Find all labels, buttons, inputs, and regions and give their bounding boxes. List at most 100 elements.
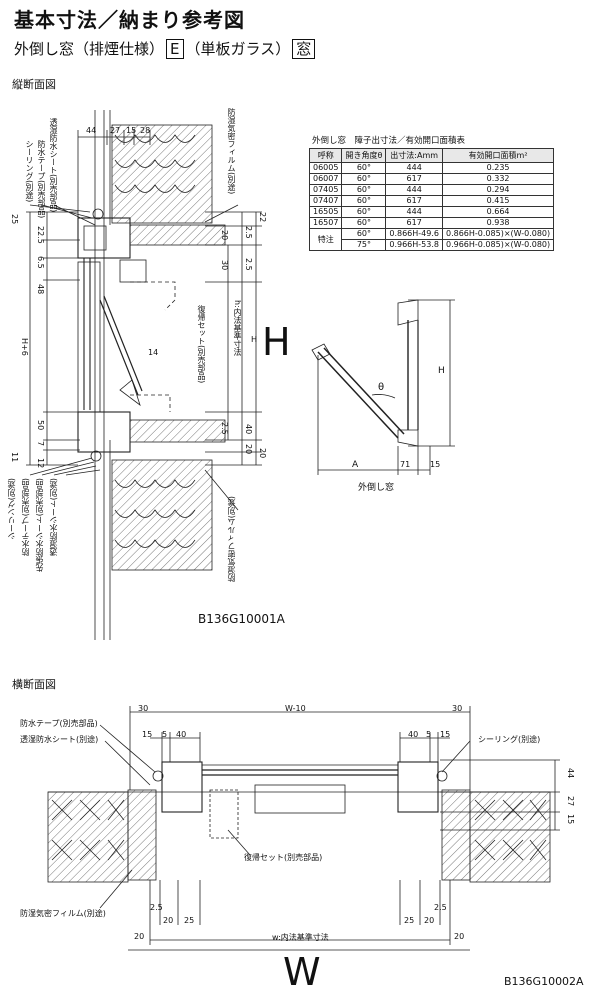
dim-bottom-h: 20 (134, 932, 145, 941)
table-cell: 0.415 (441, 195, 555, 207)
opening-angle-diagram (311, 299, 455, 475)
diagram-caption: 外倒し窓 (358, 483, 395, 493)
diagram-15-label: 15 (430, 460, 441, 469)
label-prelaid-sheet-bottom: 先張防水シート(別売部品) (35, 478, 44, 573)
dim-right: 2.5 (244, 226, 253, 239)
dim-bottom-h: 25 (404, 916, 415, 925)
table-header-row: 呼称 開き角度θ 出寸法:Amm 有効開口面積m² (308, 148, 555, 163)
page-subtitle: 外倒し窓（排煙仕様）E（単板ガラス）窓 (14, 38, 317, 59)
label-sealing-bottom: シーリング(別途) (7, 478, 16, 541)
dim-right: 30 (220, 260, 229, 271)
dim-bottom-h: 20 (424, 916, 435, 925)
dim-top: 28 (140, 126, 151, 135)
dim-h: H (251, 335, 258, 344)
dim-top-left: 15 (142, 730, 153, 739)
dim-right: 2.5 (220, 422, 229, 435)
table-cell-special: 特注 (308, 228, 343, 251)
label-waterproof-tape-top: 防水テープ(別売部品) (37, 140, 46, 219)
vertical-wall (26, 110, 262, 640)
dim-w-inner: w:内法基準寸法 (272, 933, 329, 942)
diagram-a-label: A (352, 460, 359, 470)
table-cell: 0.966H-53.8 (385, 239, 443, 251)
big-h-label: H (262, 320, 291, 364)
theta-label: θ (378, 382, 385, 393)
table-cell: 60° (341, 217, 387, 229)
diagram-h-label: H (438, 366, 445, 376)
label-breathable-sheet-bottom: 透湿防水シート(別途) (49, 478, 58, 557)
dim-left: 25 (10, 214, 19, 225)
dim-h-plus-6: H+6 (20, 338, 29, 356)
label-inner-ref-h: h:内法基準寸法 (233, 300, 242, 356)
table-caption: 外倒し窓 障子出寸法／有効開口面積表 (312, 136, 466, 146)
dim-right-h: 15 (566, 814, 575, 825)
table-header: 出寸法:Amm (385, 148, 443, 163)
subtitle-box-e: E (166, 39, 184, 59)
table-cell: 0.332 (441, 173, 555, 185)
dim-top-right: 5 (426, 730, 432, 739)
dim-left: 11 (10, 452, 19, 463)
dim-left: 22.5 (36, 226, 45, 244)
dim-left: 6.5 (36, 256, 45, 269)
dim-left: 7 (36, 441, 45, 447)
dim-top: 15 (126, 126, 137, 135)
subtitle-middle: （単板ガラス） (185, 40, 291, 58)
dim-top-right: 40 (408, 730, 419, 739)
dim-left: 48 (36, 284, 45, 295)
table-cell: 60° (341, 162, 387, 174)
table-cell: 444 (385, 206, 443, 218)
vertical-section-heading: 縦断面図 (12, 78, 56, 91)
label-film-top: 防湿気密フィルム(別途) (227, 108, 236, 195)
dim-right: 2.5 (244, 258, 253, 271)
dim-bottom-h: 25 (184, 916, 195, 925)
horizontal-section-heading: 横断面図 (12, 678, 56, 691)
dim-top-right: 30 (452, 704, 463, 713)
diagram-71-label: 71 (400, 460, 411, 469)
table-cell: 0.938 (441, 217, 555, 229)
dim-bottom-h: 20 (163, 916, 174, 925)
table-cell: 0.866H-0.085)×(W-0.080) (441, 228, 555, 240)
dim-right-h: 27 (566, 796, 575, 807)
dim-top-left: 5 (162, 730, 168, 739)
table-cell: 60° (341, 206, 387, 218)
dim-left: 12 (36, 458, 45, 469)
dim-bottom-h: 2.5 (150, 903, 163, 912)
dim-right: 22 (258, 212, 267, 223)
table-cell: 0.235 (441, 162, 555, 174)
table-cell: 06005 (308, 162, 343, 174)
table-cell: 617 (385, 173, 443, 185)
table-cell: 0.866H-49.6 (385, 228, 443, 240)
subtitle-box-window: 窓 (292, 39, 316, 59)
table-cell: 16507 (308, 217, 343, 229)
dim-right: 40 (244, 424, 253, 435)
table-cell: 617 (385, 195, 443, 207)
table-cell: 16505 (308, 206, 343, 218)
subtitle-prefix: 外倒し窓（排煙仕様） (14, 40, 165, 58)
label-breathable-sheet-h: 透湿防水シート(別途) (20, 735, 99, 744)
table-cell: 0.294 (441, 184, 555, 196)
label-sealing-h: シーリング(別途) (478, 735, 541, 744)
table-cell: 60° (341, 184, 387, 196)
label-return-set: 復帰セット(別売部品) (197, 305, 206, 384)
dim-top: 27 (110, 126, 121, 135)
dim-right: 20 (244, 444, 253, 455)
dim-bottom-h: 20 (454, 932, 465, 941)
table-cell: 0.966H-0.085)×(W-0.080) (441, 239, 555, 251)
table-cell: 60° (341, 173, 387, 185)
dim-bottom-h: 2.5 (434, 903, 447, 912)
label-waterproof-tape-h: 防水テープ(別売部品) (20, 719, 98, 728)
dim-right: 20 (220, 230, 229, 241)
dim-14: 14 (148, 348, 159, 357)
label-sealing-top: シーリング(別途) (25, 140, 34, 203)
horizontal-section (47, 706, 560, 951)
dim-w-minus-10: W-10 (285, 704, 306, 713)
big-w-label: W (283, 950, 321, 994)
drawing-code-vertical: B136G10001A (198, 612, 285, 626)
dim-top: 44 (86, 126, 97, 135)
